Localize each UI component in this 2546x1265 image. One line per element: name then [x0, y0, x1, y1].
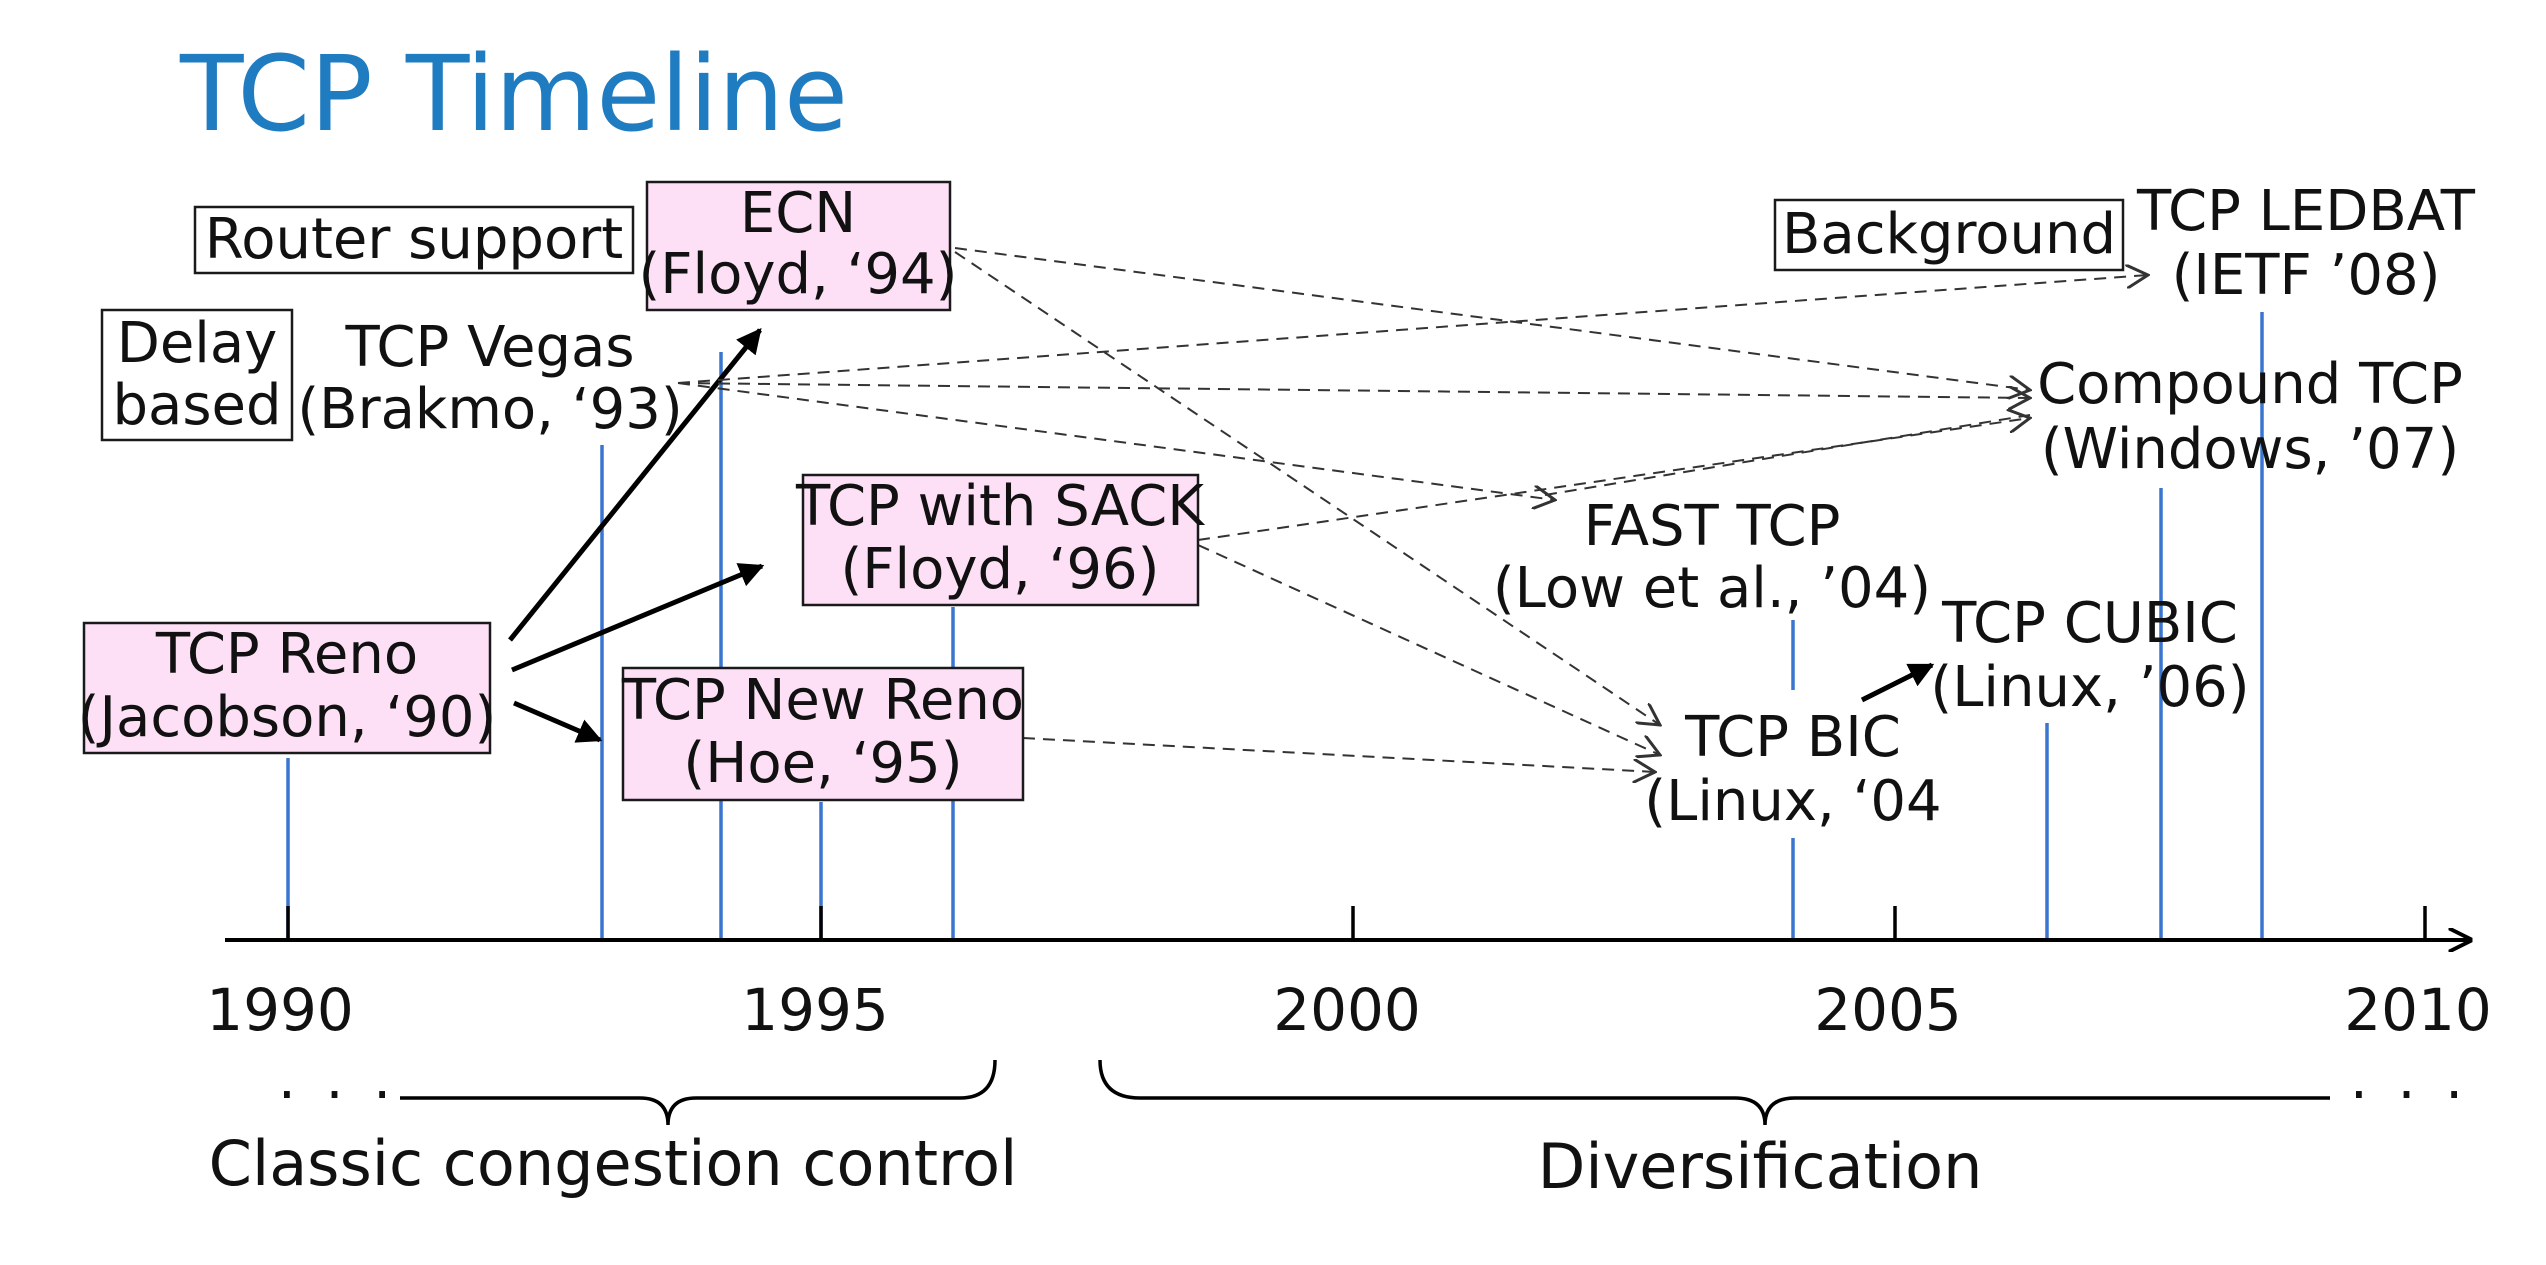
page-title: TCP Timeline	[179, 33, 848, 155]
category-router-support: Router support	[193, 205, 635, 275]
year-label-2000: 2000	[1273, 976, 1421, 1044]
router-support-label: Router support	[205, 207, 623, 272]
new-reno-name: TCP New Reno	[621, 668, 1024, 733]
delay-based-label-line1: Delay	[117, 311, 278, 376]
event-vegas: TCP Vegas (Brakmo, ‘93)	[297, 315, 682, 442]
cubic-citation: (Linux, ’06)	[1930, 655, 2249, 720]
event-reno: TCP Reno (Jacobson, ‘90)	[78, 621, 497, 755]
event-ecn: ECN (Floyd, ‘94)	[638, 180, 958, 312]
ecn-citation: (Floyd, ‘94)	[638, 242, 957, 307]
bic-citation: (Linux, ‘04	[1644, 769, 1941, 834]
era-classic: . . . Classic congestion control	[209, 1047, 1018, 1200]
year-label-1995: 1995	[741, 976, 889, 1044]
event-fast: FAST TCP (Low et al., ’04)	[1493, 494, 1931, 621]
bic-name: TCP BIC	[1684, 705, 1901, 770]
sack-citation: (Floyd, ‘96)	[840, 537, 1159, 602]
category-delay-based: Delay based	[100, 308, 294, 442]
left-ellipsis: . . .	[278, 1047, 397, 1112]
fast-citation: (Low et al., ’04)	[1493, 556, 1931, 621]
vegas-citation: (Brakmo, ‘93)	[297, 377, 682, 442]
era-diversification: . . . Diversification	[1098, 1047, 2469, 1203]
cubic-name: TCP CUBIC	[1941, 591, 2238, 656]
category-background: Background	[1773, 198, 2125, 272]
influence-arrows-dashed	[677, 247, 2148, 772]
year-label-2010: 2010	[2344, 976, 2492, 1044]
event-bic: TCP BIC (Linux, ‘04	[1644, 705, 1941, 834]
new-reno-citation: (Hoe, ‘95)	[683, 731, 962, 796]
classic-era-label: Classic congestion control	[209, 1127, 1018, 1200]
event-sack: TCP with SACK (Floyd, ‘96)	[795, 473, 1205, 607]
delay-based-label-line2: based	[112, 373, 281, 438]
ecn-name: ECN	[740, 181, 856, 246]
year-label-1990: 1990	[206, 976, 354, 1044]
sack-name: TCP with SACK	[795, 474, 1205, 539]
timeline-axis: 1990 1995 2000 2005 2010	[206, 906, 2492, 1044]
compound-name: Compound TCP	[2037, 352, 2463, 417]
event-cubic: TCP CUBIC (Linux, ’06)	[1930, 591, 2249, 720]
right-ellipsis: . . .	[2350, 1047, 2469, 1112]
ledbat-citation: (IETF ’08)	[2172, 243, 2441, 308]
fast-name: FAST TCP	[1584, 494, 1841, 559]
diversification-era-label: Diversification	[1538, 1130, 1983, 1203]
ledbat-name: TCP LEDBAT	[2136, 179, 2476, 244]
event-new-reno: TCP New Reno (Hoe, ‘95)	[621, 666, 1025, 802]
vegas-name: TCP Vegas	[344, 315, 634, 380]
event-ledbat: TCP LEDBAT (IETF ’08)	[2136, 179, 2476, 308]
background-label: Background	[1782, 202, 2116, 267]
compound-citation: (Windows, ’07)	[2041, 417, 2459, 482]
reno-name: TCP Reno	[155, 622, 418, 687]
year-label-2005: 2005	[1814, 976, 1962, 1044]
reno-citation: (Jacobson, ‘90)	[78, 685, 497, 750]
influence-arrows-solid	[508, 328, 1935, 743]
event-compound: Compound TCP (Windows, ’07)	[2037, 352, 2463, 482]
